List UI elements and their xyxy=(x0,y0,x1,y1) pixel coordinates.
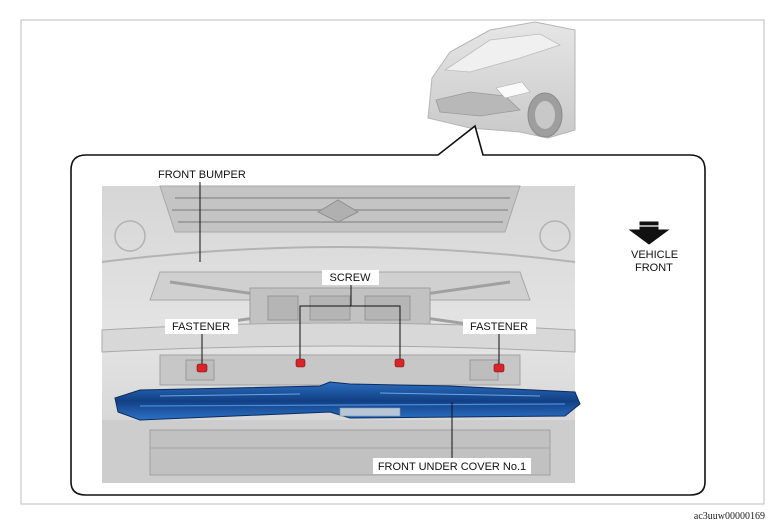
label-vehicle-front-line1: VEHICLE xyxy=(631,249,678,261)
label-screw-box: SCREW xyxy=(322,270,379,285)
vehicle-front-indicator: VEHICLE FRONT xyxy=(628,221,678,274)
label-front-under-cover-box: FRONT UNDER COVER No.1 xyxy=(373,458,531,474)
label-vehicle-front-line2: FRONT xyxy=(635,262,673,274)
leader-screw xyxy=(299,285,352,359)
leader-lines xyxy=(199,182,500,458)
figure-code: ac3uuw00000169 xyxy=(693,511,765,522)
vehicle-thumbnail xyxy=(427,21,576,139)
fastener-left-marker xyxy=(196,363,208,373)
front-under-cover-part xyxy=(114,381,581,421)
label-fastener-left: FASTENER xyxy=(172,321,230,333)
label-front-bumper: FRONT BUMPER xyxy=(158,169,246,181)
label-fastener-right-box: FASTENER xyxy=(463,319,536,334)
screw-left-marker xyxy=(295,358,306,368)
down-arrow-icon xyxy=(628,221,670,245)
bumper-illustration xyxy=(101,185,576,483)
label-front-under-cover: FRONT UNDER COVER No.1 xyxy=(378,461,526,473)
label-fastener-left-box: FASTENER xyxy=(165,319,238,334)
fastener-right-marker xyxy=(493,363,505,373)
label-screw: SCREW xyxy=(330,272,372,284)
screw-right-marker xyxy=(394,358,405,368)
label-fastener-right: FASTENER xyxy=(470,321,528,333)
